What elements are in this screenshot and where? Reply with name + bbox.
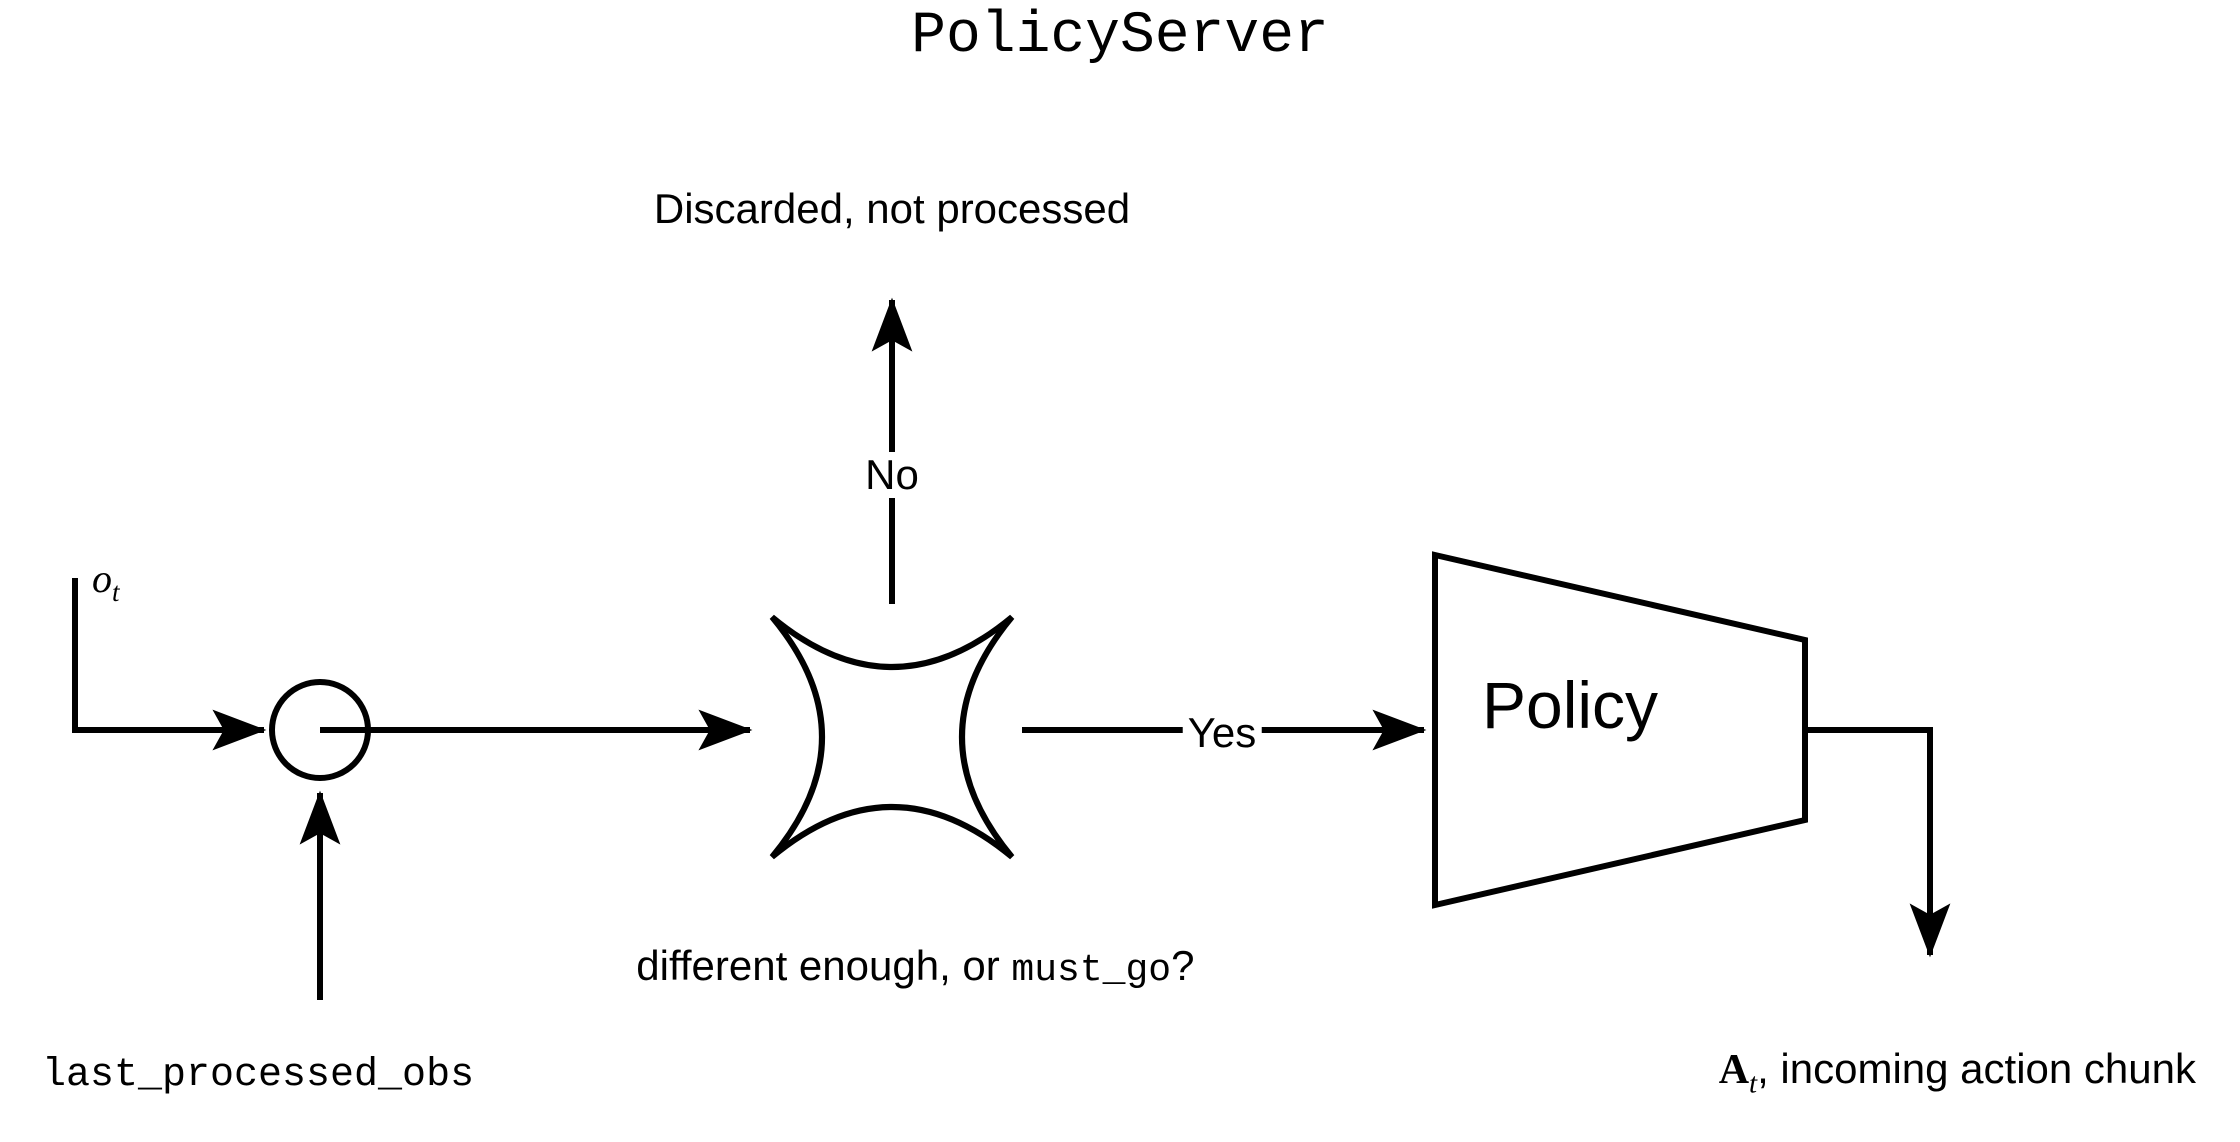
action-chunk-label: At, incoming action chunk xyxy=(1672,1006,2196,1140)
action-chunk-subscript: t xyxy=(1749,1067,1758,1100)
discarded-label: Discarded, not processed xyxy=(653,185,1131,232)
policy-node-label: Policy xyxy=(1481,668,1659,742)
page-title: PolicyServer xyxy=(911,4,1329,69)
last-processed-obs-label: last_processed_obs xyxy=(42,1053,475,1098)
yes-branch-label: Yes xyxy=(1182,710,1262,756)
action-chunk-output-edge xyxy=(1805,727,1951,958)
decision-node-shape xyxy=(769,614,1015,860)
decision-label-text: different enough, or xyxy=(636,942,1012,989)
policy-node-shape xyxy=(1432,551,1808,909)
decision-node-label: different enough, or must_go? xyxy=(590,903,1195,1032)
no-branch-label: No xyxy=(859,452,925,498)
observation-label: ot xyxy=(52,519,120,646)
decision-label-code: must_go xyxy=(1011,949,1172,992)
action-chunk-symbol: A xyxy=(1718,1047,1750,1093)
observation-symbol: o xyxy=(92,556,112,601)
decision-label-tail: ? xyxy=(1171,942,1195,989)
observation-subscript: t xyxy=(112,577,120,607)
observation-input-edge xyxy=(72,578,267,751)
action-chunk-text: , incoming action chunk xyxy=(1757,1045,2197,1092)
